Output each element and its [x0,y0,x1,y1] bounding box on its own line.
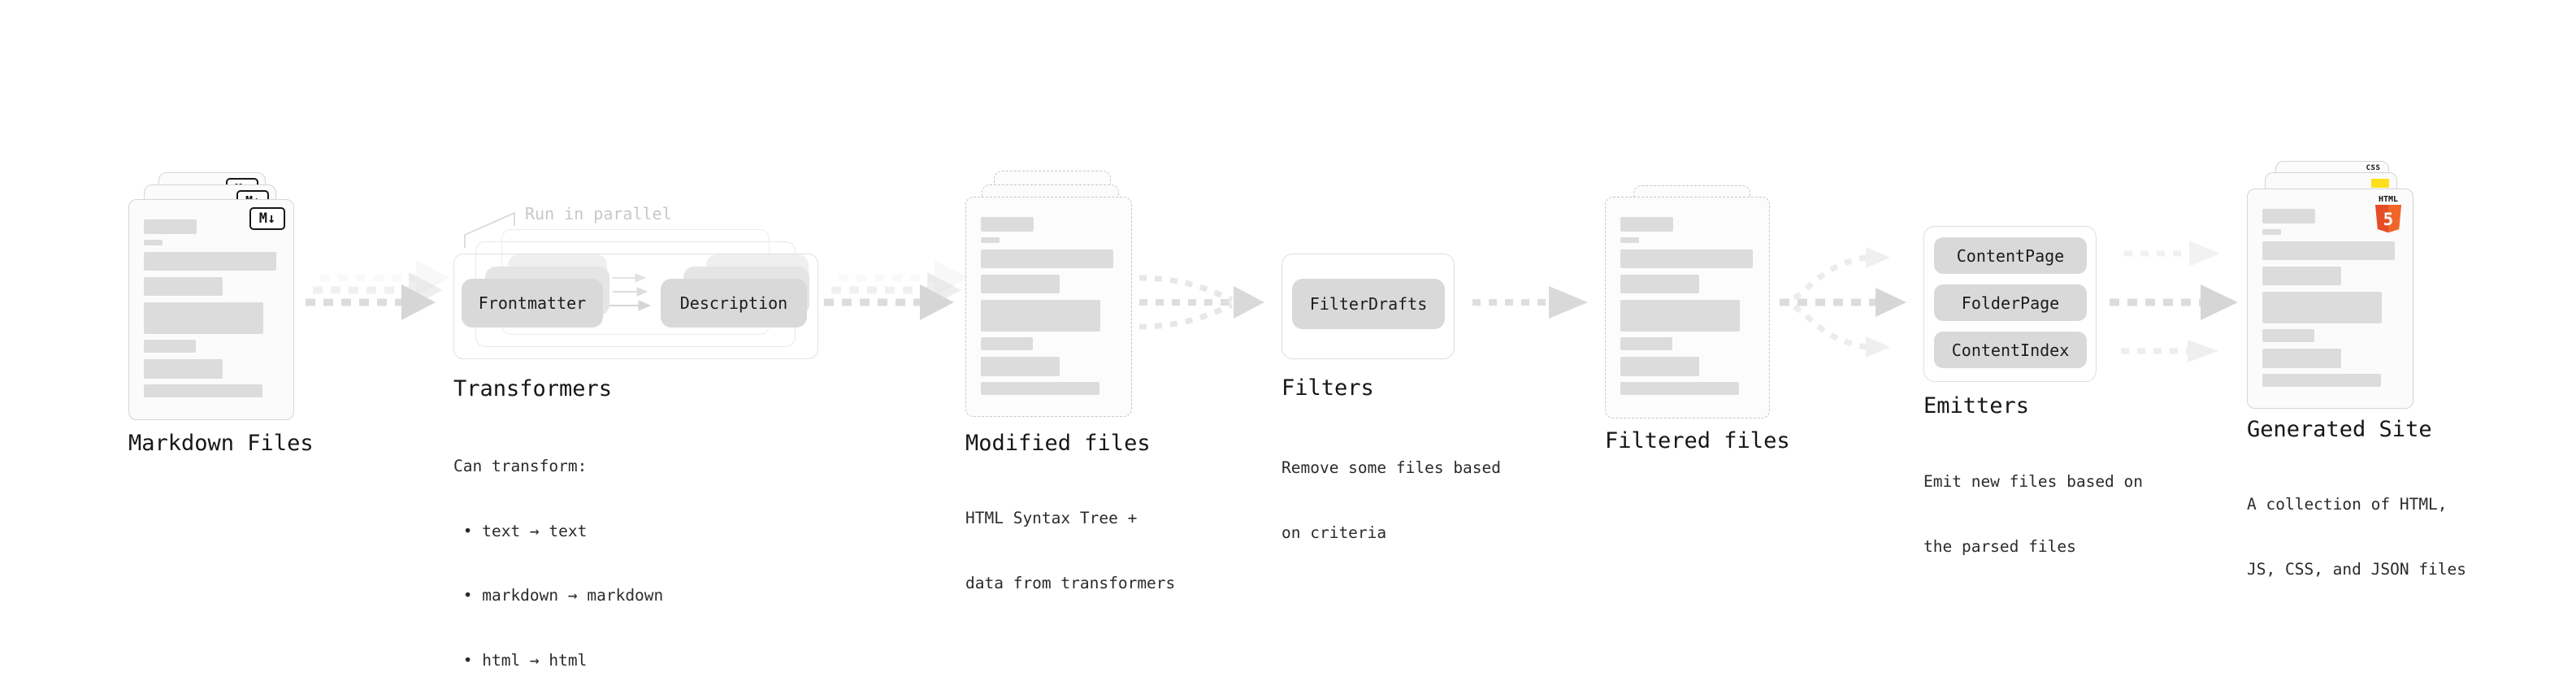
doc-placeholder-line [981,337,1033,350]
modified-file-card-front [965,197,1132,417]
doc-placeholder-lines [981,217,1113,395]
note-line: the parsed files [1923,536,2076,556]
doc-placeholder-line [1620,275,1699,293]
markdown-file-card-front: M↓ [128,199,294,420]
doc-placeholder-line [1620,217,1673,232]
section-modified-files: Modified files HTML Syntax Tree + data f… [965,0,1201,681]
section-title-filters: Filters [1281,375,1374,401]
merge-arrow-modified-to-filters [1138,275,1264,330]
contentpage-chip: ContentPage [1934,237,2087,274]
flow-arrow-transformers-to-modified [824,260,969,320]
contentindex-chip: ContentIndex [1934,332,2087,368]
doc-placeholder-lines [2262,209,2395,387]
note-line: • markdown → markdown [453,586,664,605]
doc-placeholder-line [2262,349,2341,368]
folderpage-chip: FolderPage [1934,284,2087,321]
section-title-emitters: Emitters [1923,393,2030,419]
filters-note: Remove some files based on criteria [1281,414,1501,587]
fanout-arrow-filtered-to-emitters [1779,247,1906,358]
flow-arrow-filters-to-filtered [1472,286,1588,319]
transformer-frame-front [453,254,818,359]
doc-placeholder-line [981,217,1034,232]
css-icon-label: CSS [2366,164,2381,172]
description-chip: Description [661,279,807,327]
html5-icon: HTML 5 [2375,195,2401,233]
section-markdown-files: M↓ M↓ M↓ Markdown Files [128,0,332,681]
section-emitters: ContentPage FolderPage ContentIndex Emit… [1923,0,2175,681]
doc-placeholder-line [1620,357,1699,376]
parallel-arrows-emitters-to-site [2110,241,2238,362]
note-line: Remove some files based [1281,458,1502,477]
doc-placeholder-line [144,384,262,397]
doc-placeholder-line [144,277,223,296]
doc-placeholder-line [1620,300,1740,332]
doc-placeholder-lines [144,219,276,397]
generated-html-card: HTML 5 [2247,189,2413,409]
doc-placeholder-line [981,237,1000,243]
section-transformers: Run in parallel Frontmatter Description … [453,0,827,681]
doc-placeholder-line [1620,249,1753,268]
section-title-modified-files: Modified files [965,431,1151,456]
doc-placeholder-line [144,252,276,271]
note-line: JS, CSS, and JSON files [2247,559,2467,579]
svg-text:5: 5 [2383,210,2394,229]
note-line: data from transformers [965,573,1176,592]
markdown-icon: M↓ [249,207,285,230]
js-icon [2371,179,2389,188]
doc-placeholder-line [2262,374,2381,387]
doc-placeholder-line [2262,229,2281,235]
run-in-parallel-label: Run in parallel [525,204,672,223]
emitters-note: Emit new files based on the parsed files [1923,428,2143,601]
svg-text:HTML: HTML [2379,195,2398,204]
flow-arrow-markdown-to-transformers [306,260,450,320]
note-line: A collection of HTML, [2247,495,2448,514]
modified-files-note: HTML Syntax Tree + data from transformer… [965,465,1175,637]
doc-placeholder-line [2262,292,2382,323]
section-title-generated-site: Generated Site [2247,417,2432,442]
doc-placeholder-line [2262,241,2395,260]
doc-placeholder-line [144,240,163,245]
filtered-file-card-front [1605,197,1770,419]
section-title-filtered-files: Filtered files [1605,428,1790,453]
generated-site-note: A collection of HTML, JS, CSS, and JSON … [2247,451,2466,623]
doc-placeholder-line [2262,329,2314,342]
doc-placeholder-line [2262,267,2341,285]
section-title-transformers: Transformers [453,376,613,401]
doc-placeholder-line [2262,209,2315,223]
callout-connector-line [464,212,515,248]
note-line: on criteria [1281,523,1387,542]
doc-placeholder-line [981,300,1100,332]
note-line: Can transform: [453,457,588,475]
doc-placeholder-line [144,219,197,234]
section-filtered-files: Filtered files [1605,0,1790,681]
doc-placeholder-lines [1620,217,1753,395]
note-line: • text → text [453,521,588,540]
transformers-note: Can transform: • text → text • markdown … [453,413,663,681]
doc-placeholder-line [144,302,263,334]
doc-placeholder-line [981,249,1113,268]
note-line: Emit new files based on [1923,472,2144,491]
doc-placeholder-line [144,359,223,379]
doc-placeholder-line [1620,237,1639,243]
parallel-run-arrows-icon [609,273,652,311]
note-line: HTML Syntax Tree + [965,509,1138,527]
doc-placeholder-line [981,275,1060,293]
frontmatter-chip: Frontmatter [462,279,603,327]
filterdrafts-chip: FilterDrafts [1292,279,1445,329]
doc-placeholder-line [981,357,1060,376]
section-filters: FilterDrafts Filters Remove some files b… [1281,0,1550,681]
doc-placeholder-line [1620,337,1672,350]
doc-placeholder-line [1620,382,1739,395]
doc-placeholder-line [144,340,196,353]
section-generated-site: CSS HTML 5 Generated Site A collection o… [2247,0,2507,681]
doc-placeholder-line [981,382,1099,395]
note-line: • html → html [453,650,588,670]
section-title-markdown-files: Markdown Files [128,431,314,456]
